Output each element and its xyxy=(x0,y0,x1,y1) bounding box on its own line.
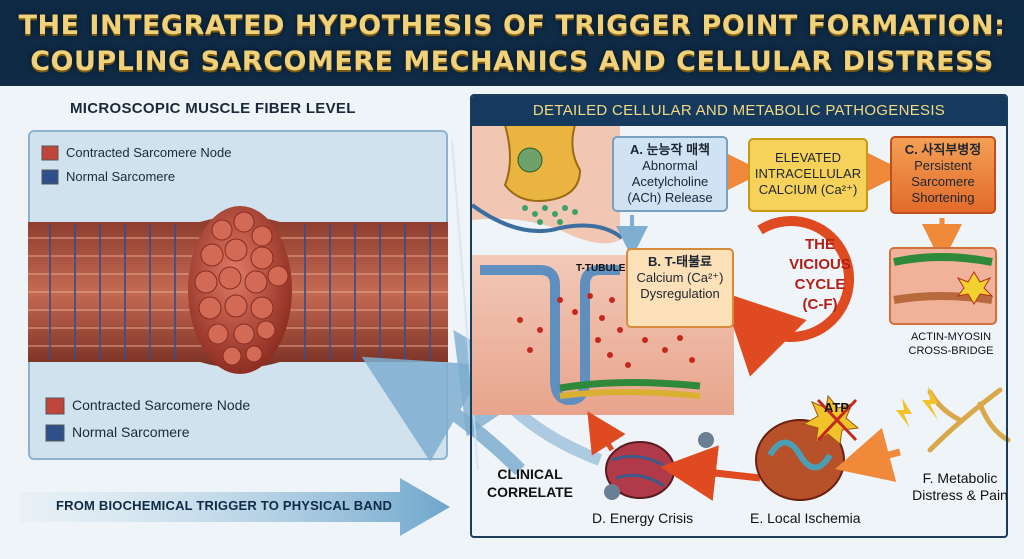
clinical-correlate-label: CLINICAL CORRELATE xyxy=(486,466,574,500)
step-a-text: Abnormal Acetylcholine (ACh) Release xyxy=(627,158,713,205)
bottom-arrow-label: FROM BIOCHEMICAL TRIGGER TO PHYSICAL BAN… xyxy=(56,498,393,513)
step-a-title: A. 눈능작 매책 xyxy=(629,142,711,157)
legend-item-contracted-2: Contracted Sarcomere Node xyxy=(72,397,250,413)
title-line-2: COUPLING SARCOMERE MECHANICS AND CELLULA… xyxy=(30,46,994,77)
arrow-f-to-e xyxy=(834,427,901,482)
local-ischemia-label: E. Local Ischemia xyxy=(750,510,861,526)
lightning-icon-2 xyxy=(896,398,912,428)
nerve-terminal xyxy=(503,124,582,202)
step-b-title: B. T-태불료 xyxy=(647,254,713,269)
t-tubule xyxy=(480,265,620,406)
step-a-box: A. 눈능작 매책 Abnormal Acetylcholine (ACh) R… xyxy=(612,136,728,212)
atp-label: ATP xyxy=(824,400,850,415)
step-c-box: C. 사직부병정 Persistent Sarcomere Shortening xyxy=(890,136,996,214)
vicious-cycle-ring xyxy=(721,216,855,377)
legend-swatch-normal xyxy=(41,169,59,185)
pathogenesis-panel: DETAILED CELLULAR AND METABOLIC PATHOGEN… xyxy=(470,94,1008,538)
actin-myosin-label: ACTIN-MYOSIN CROSS-BRIDGE xyxy=(908,331,994,357)
legend-swatch-contracted-2 xyxy=(45,397,65,415)
legend-label: Normal Sarcomere xyxy=(72,424,190,440)
actin-myosin-image xyxy=(889,247,997,325)
legend-label: Contracted Sarcomere Node xyxy=(66,145,232,160)
arrow-d-up xyxy=(587,411,626,456)
cycle-line: THE xyxy=(805,236,835,253)
cycle-line: VICIOUS xyxy=(789,256,851,273)
mitochondrion-image xyxy=(755,394,860,501)
energy-crisis-label: D. Energy Crisis xyxy=(592,510,694,526)
energy-crisis-image xyxy=(604,432,714,500)
left-heading: MICROSCOPIC MUSCLE FIBER LEVEL xyxy=(70,100,356,117)
step-c-title: C. 사직부병정 xyxy=(904,142,982,157)
cycle-line: CYCLE xyxy=(794,276,846,293)
calcium-title: ELEVATED INTRACELLULAR CALCIUM (Ca²⁺) xyxy=(754,150,862,197)
t-tubule-label: T-TUBULE xyxy=(576,263,626,274)
step-b-box: B. T-태불료 Calcium (Ca²⁺) Dysregulation xyxy=(626,248,734,328)
legend-swatch-contracted xyxy=(41,145,59,161)
muscle-fiber xyxy=(28,206,448,374)
legend-item-normal-2: Normal Sarcomere xyxy=(72,424,189,440)
calcium-box: ELEVATED INTRACELLULAR CALCIUM (Ca²⁺) xyxy=(748,138,868,212)
legend-swatch-normal-2 xyxy=(45,424,65,442)
title-banner: THE INTEGRATED HYPOTHESIS OF TRIGGER POI… xyxy=(0,0,1024,86)
metabolic-distress-label: F. Metabolic Distress & Pain xyxy=(912,470,1008,503)
step-c-text: Persistent Sarcomere Shortening xyxy=(911,158,975,205)
vicious-cycle-label: THE VICIOUS CYCLE (C-F) xyxy=(770,235,870,315)
title-line-1: THE INTEGRATED HYPOTHESIS OF TRIGGER POI… xyxy=(18,10,1006,41)
legend-item-normal: Normal Sarcomere xyxy=(66,169,175,184)
bottom-arrow xyxy=(20,478,450,536)
legend-label: Contracted Sarcomere Node xyxy=(72,397,251,413)
lightning-icon xyxy=(922,386,938,420)
arrow-e-to-d xyxy=(660,445,761,501)
legend-label: Normal Sarcomere xyxy=(66,169,176,184)
step-b-text: Calcium (Ca²⁺) Dysregulation xyxy=(636,270,724,301)
right-heading: DETAILED CELLULAR AND METABOLIC PATHOGEN… xyxy=(472,96,1006,126)
legend-item-contracted: Contracted Sarcomere Node xyxy=(66,145,231,160)
cycle-line: (C-F) xyxy=(802,296,838,313)
